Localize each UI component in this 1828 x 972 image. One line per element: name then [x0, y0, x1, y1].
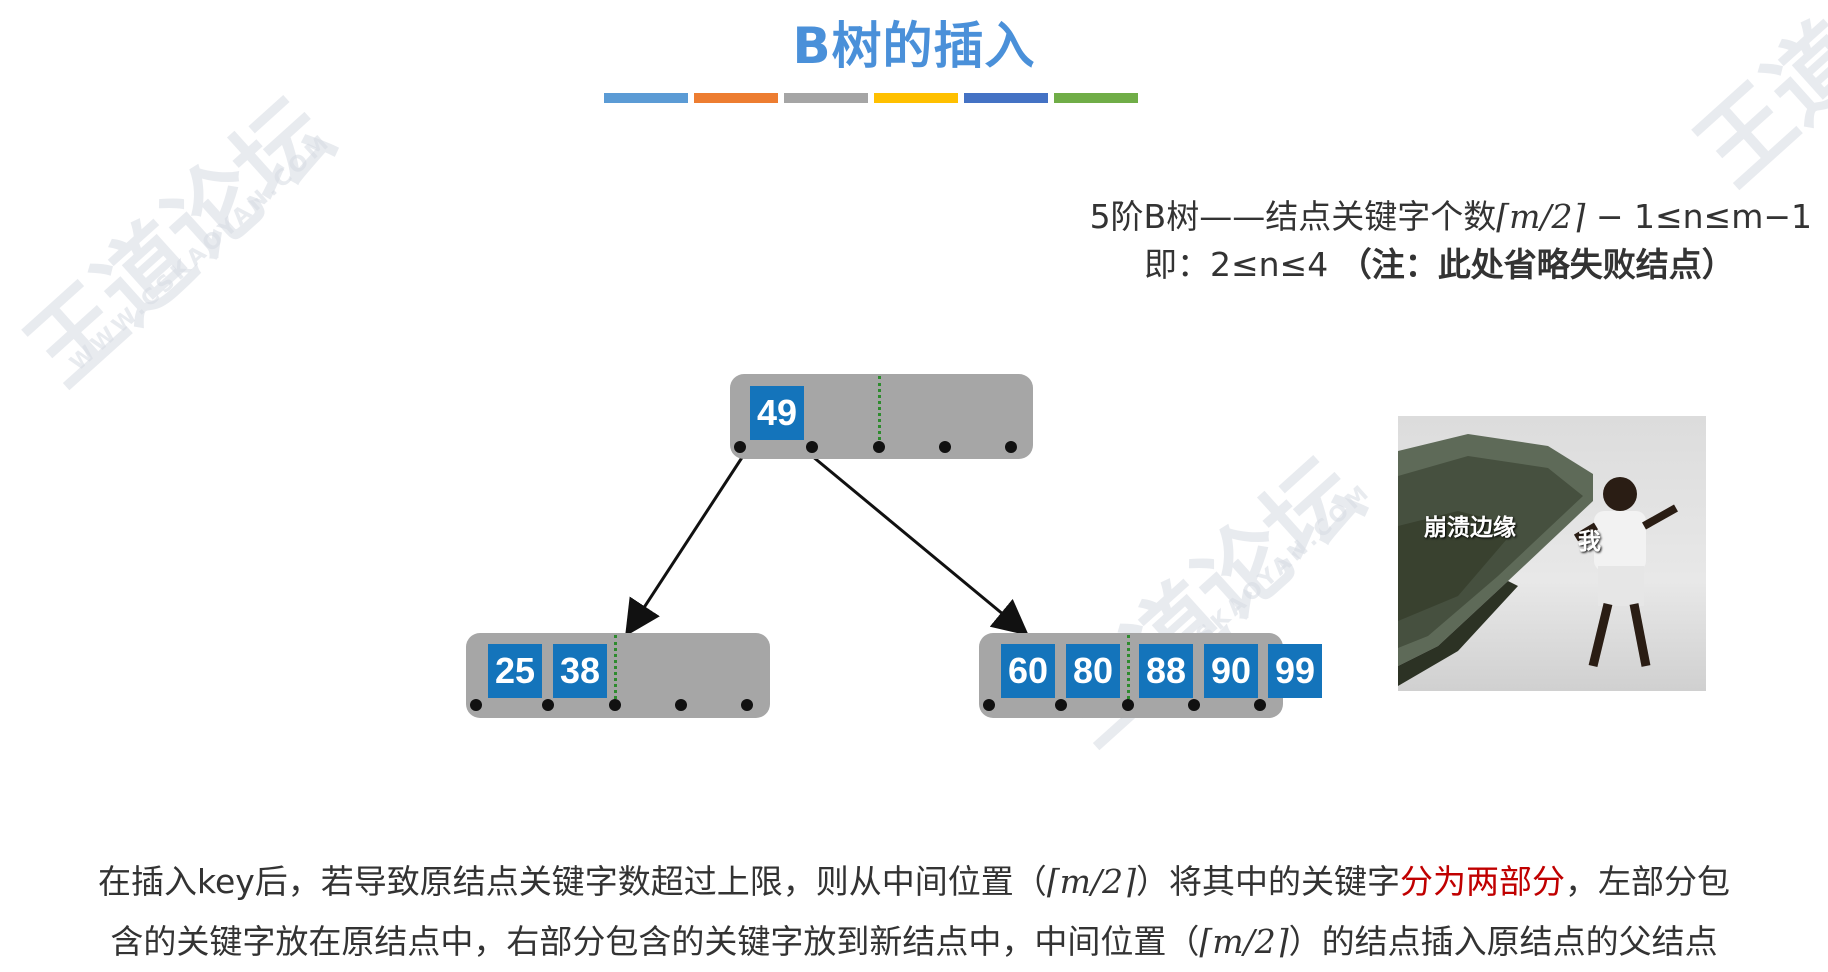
- tree-node-right: 60 80 88 90: [979, 633, 1283, 718]
- child-pointer: [806, 441, 818, 453]
- child-pointer: [873, 441, 885, 453]
- color-bar-segment-5: [1054, 93, 1138, 103]
- color-bar-segment-2: [784, 93, 868, 103]
- child-pointer: [1055, 699, 1067, 711]
- cliff-illustration: [1398, 434, 1678, 686]
- b-tree-key-range: 即：2≤n≤4 （注：此处省略失败结点）: [1144, 238, 1735, 286]
- key-right-2: 88: [1139, 644, 1193, 698]
- key-right-3: 90: [1204, 644, 1258, 698]
- child-pointer: [542, 699, 554, 711]
- child-pointer: [1122, 699, 1134, 711]
- child-pointer: [734, 441, 746, 453]
- child-pointer: [1254, 699, 1266, 711]
- key-right-1: 80: [1066, 644, 1120, 698]
- tree-node-root: 49: [730, 374, 1033, 459]
- desc-text: ）的结点插入原结点的父结点: [1288, 922, 1718, 961]
- desc-text: ，左部分包: [1564, 862, 1730, 901]
- description-line-1: 在插入key后，若导致原结点关键字数超过上限，则从中间位置（⌈m/2⌉）将其中的…: [0, 852, 1828, 912]
- ceil-expression: m/2: [1509, 197, 1573, 236]
- key-right-0: 60: [1001, 644, 1055, 698]
- description-line-2: 含的关键字放在原结点中，右部分包含的关键字放到新结点中，中间位置（⌈m/2⌉）的…: [0, 912, 1828, 972]
- tree-node-left: 25 38: [466, 633, 770, 718]
- child-pointer: [675, 699, 687, 711]
- key-left-1: 38: [553, 644, 607, 698]
- meme-label-edge: 崩溃边缘: [1424, 515, 1516, 541]
- ceil-open: ⌈: [1496, 197, 1510, 236]
- key-range-text: 即：2≤n≤4: [1144, 245, 1339, 284]
- color-bar-segment-0: [604, 93, 688, 103]
- key-range-note: （注：此处省略失败结点）: [1338, 245, 1735, 284]
- color-bar-segment-4: [964, 93, 1048, 103]
- child-pointer: [1005, 441, 1017, 453]
- desc-text: ）将其中的关键字: [1135, 862, 1400, 901]
- desc-text: 含的关键字放在原结点中，右部分包含的关键字放到新结点中，中间位置（: [110, 922, 1200, 961]
- child-pointer: [939, 441, 951, 453]
- key-right-overflow: 99: [1268, 644, 1322, 698]
- split-description: 在插入key后，若导致原结点关键字数超过上限，则从中间位置（⌈m/2⌉）将其中的…: [0, 852, 1828, 972]
- child-pointer: [470, 699, 482, 711]
- child-pointer: [1188, 699, 1200, 711]
- ceil-close: ⌉: [1572, 197, 1586, 236]
- middle-position-marker: [1127, 635, 1130, 705]
- key-left-0: 25: [488, 644, 542, 698]
- desc-ceil-expression: ⌈m/2⌉: [1199, 922, 1289, 961]
- title-color-bar: [604, 93, 1138, 103]
- desc-highlight: 分为两部分: [1399, 862, 1565, 901]
- page-title: B树的插入: [792, 17, 1036, 75]
- desc-text: 在插入key后，若导致原结点关键字数超过上限，则从中间位置（: [98, 862, 1047, 901]
- desc-ceil-expression: ⌈m/2⌉: [1046, 862, 1136, 901]
- color-bar-segment-3: [874, 93, 958, 103]
- b-tree-order-rule: 5阶B树——结点关键字个数⌈m/2⌉ − 1≤n≤m−1: [1090, 190, 1812, 238]
- edge-root-to-left: [625, 455, 745, 637]
- order-rule-text: 5阶B树——结点关键字个数: [1089, 197, 1497, 236]
- order-rule-range: − 1≤n≤m−1: [1585, 197, 1812, 236]
- edge-root-to-right: [811, 454, 1029, 636]
- child-pointer: [609, 699, 621, 711]
- color-bar-segment-1: [694, 93, 778, 103]
- middle-position-marker: [614, 635, 617, 705]
- meme-label-me: 我: [1578, 529, 1601, 555]
- child-pointer: [741, 699, 753, 711]
- key-root-0: 49: [750, 386, 804, 440]
- middle-position-marker: [878, 376, 881, 446]
- child-pointer: [983, 699, 995, 711]
- meme-image: 崩溃边缘 我: [1398, 416, 1706, 691]
